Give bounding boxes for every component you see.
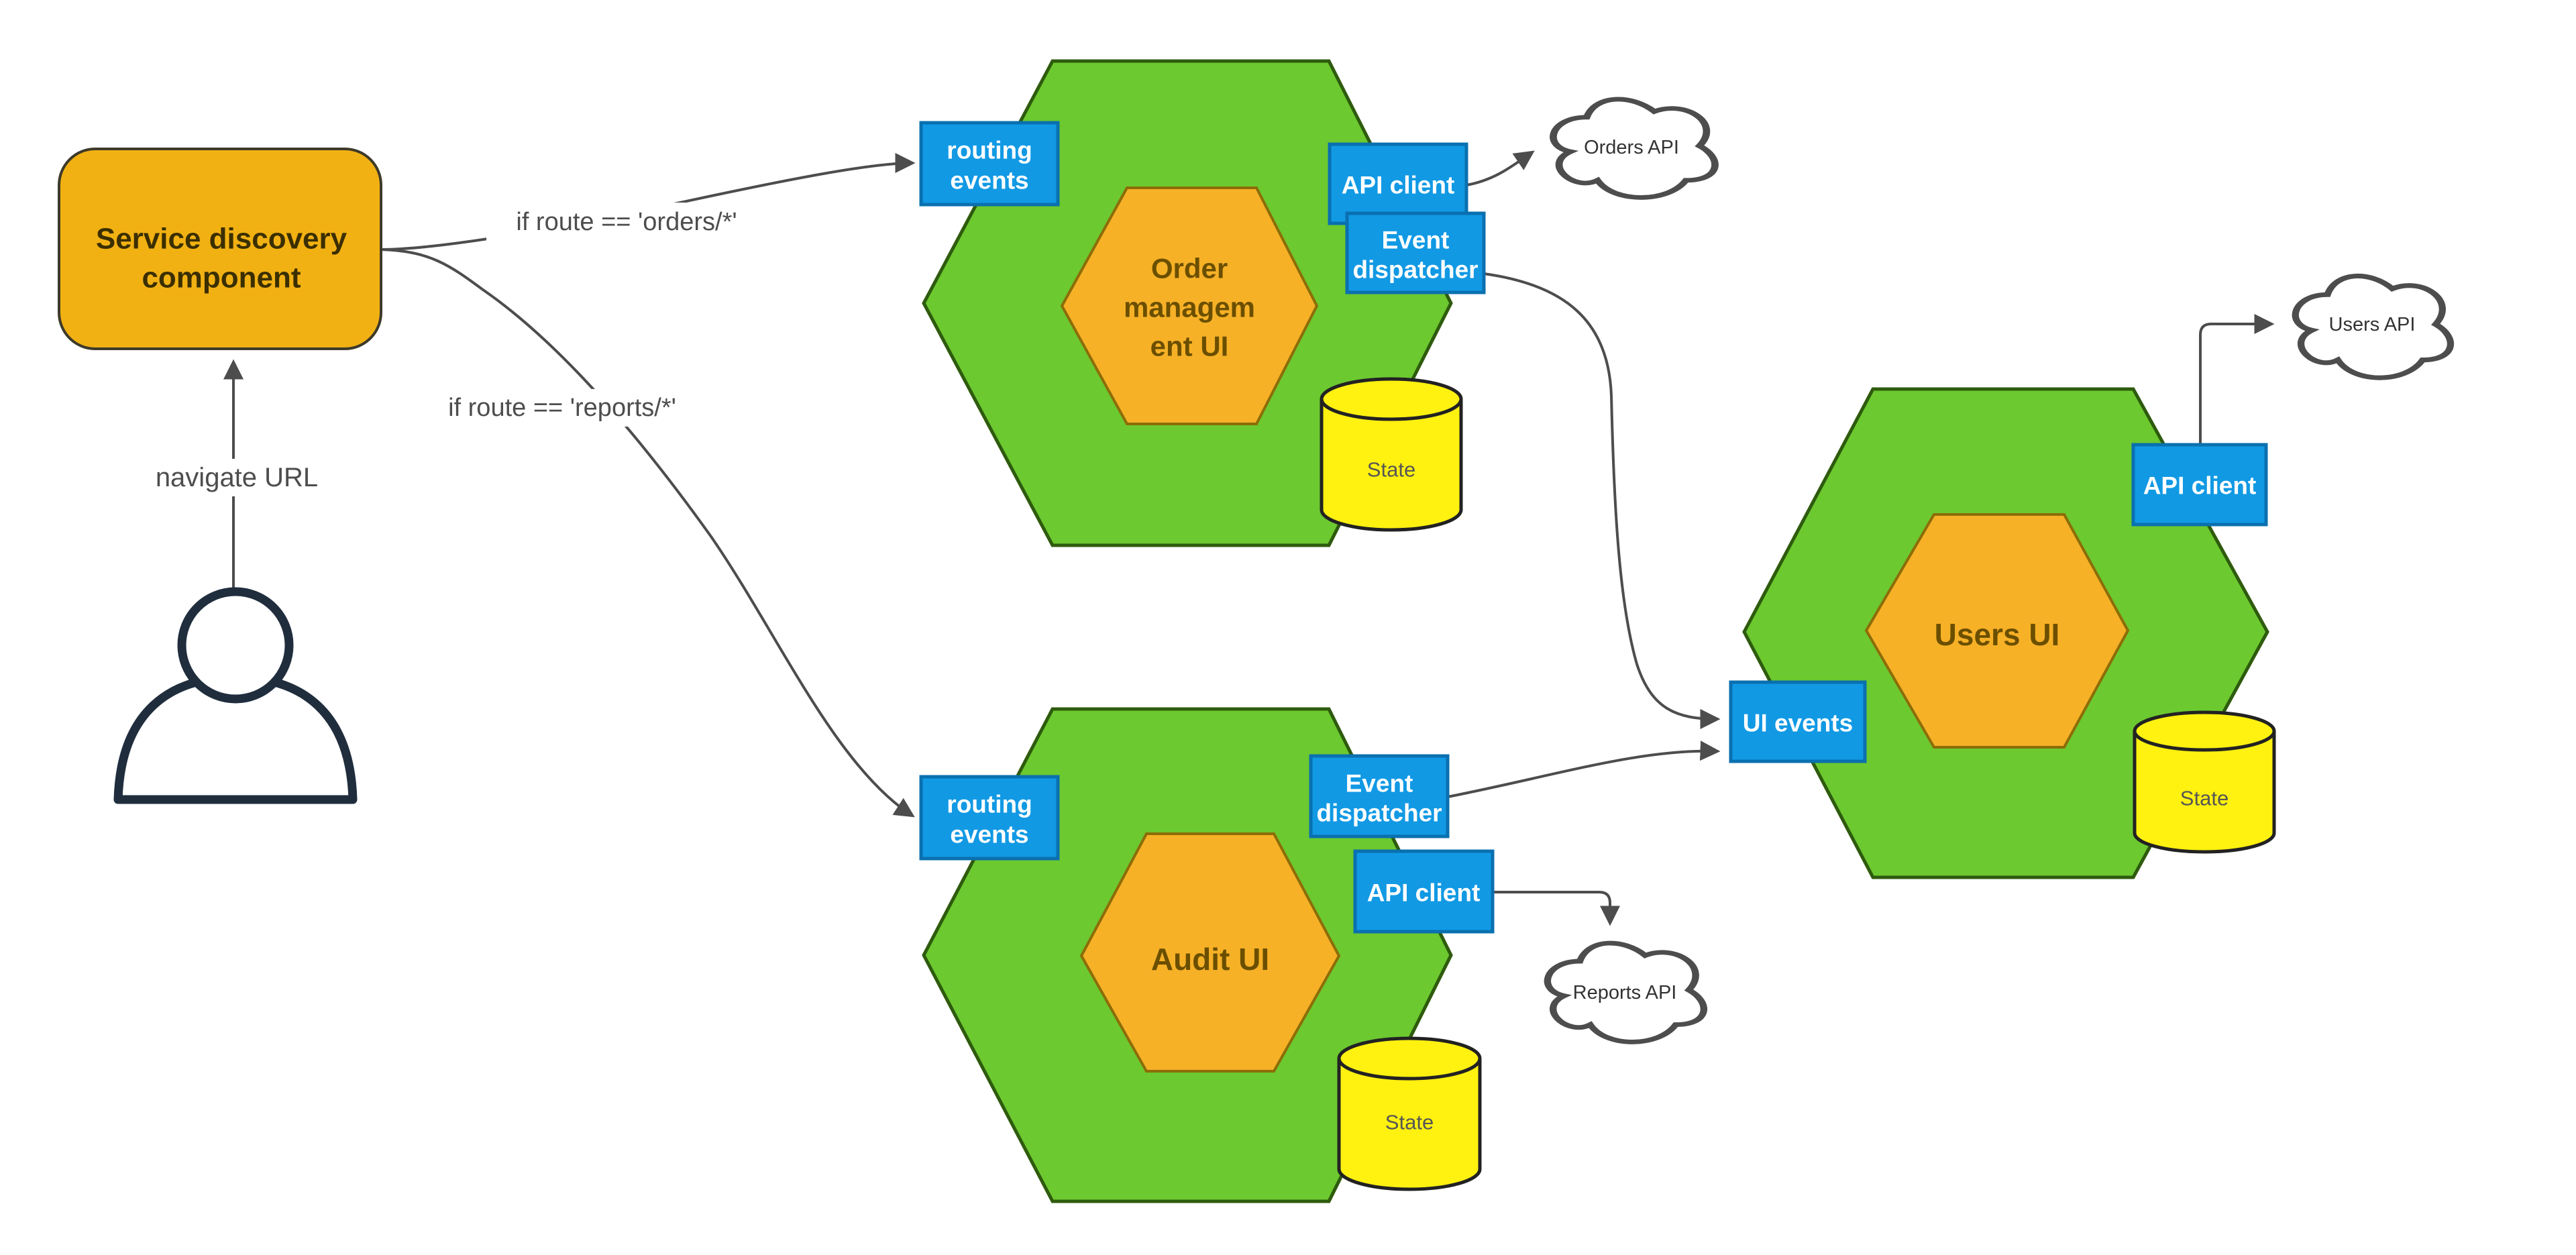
route-reports-label: if route == 'reports/*' [448, 394, 676, 422]
edge-audit-apiclient-to-cloud [1493, 891, 1620, 926]
order-ui-hexagon [1060, 186, 1319, 425]
edge-audit-dispatcher-to-uievents [1447, 741, 1721, 798]
users-ui-title: Users UI [1935, 617, 2060, 652]
users-api-client-label: API client [2143, 472, 2257, 500]
edge-order-dispatcher-to-uievents [1483, 272, 1721, 729]
edge-order-apiclient-to-cloud [1466, 150, 1535, 186]
reports-api-cloud: Reports API [1548, 943, 1704, 1042]
navigate-url-label-bg [149, 459, 325, 496]
audit-state-label: State [1385, 1111, 1434, 1134]
ui-events-label: UI events [1743, 710, 1854, 737]
audit-api-client-label: API client [1367, 879, 1481, 907]
users-api-cloud: Users API [2296, 276, 2451, 378]
audit-routing-events-label-line2: events [950, 821, 1028, 849]
edge-service-to-audit-routing [380, 248, 915, 818]
orders-api-cloud-label: Orders API [1584, 137, 1679, 158]
person-icon [113, 587, 358, 804]
service-discovery-label-line2: component [142, 262, 301, 294]
ui-events-box [1729, 680, 1867, 763]
audit-api-client-box [1353, 849, 1495, 934]
route-reports-label-bg [435, 389, 692, 427]
order-routing-events-label-line2: events [950, 167, 1028, 195]
order-routing-events-box [919, 121, 1060, 207]
orders-api-cloud: Orders API [1553, 99, 1715, 198]
audit-routing-events-box [919, 775, 1060, 861]
order-module: Order managem ent UI routing events API … [919, 99, 1715, 532]
order-api-client-label: API client [1342, 172, 1455, 199]
audit-event-dispatcher-label-line1: Event [1346, 770, 1413, 798]
audit-state-cylinder: State [1337, 1036, 1482, 1191]
users-module: Users UI UI events API client State User… [1729, 276, 2451, 854]
route-orders-label-bg [486, 203, 768, 241]
route-orders-label: if route == 'orders/*' [516, 208, 737, 236]
users-api-cloud-label: Users API [2329, 314, 2416, 335]
reports-api-cloud-label: Reports API [1573, 982, 1677, 1003]
order-ui-title-line2: managem [1124, 292, 1255, 323]
edge-users-apiclient-to-cloud [2199, 314, 2275, 443]
order-ui-title-line3: ent UI [1150, 331, 1229, 362]
audit-module: Audit UI routing events Event dispatcher… [919, 754, 1704, 1191]
users-state-label: State [2180, 787, 2229, 810]
order-state-cylinder: State [1320, 377, 1463, 532]
service-discovery-label-line1: Service discovery [96, 223, 347, 256]
service-discovery-box [58, 148, 382, 350]
order-ui-title-line1: Order [1151, 253, 1228, 284]
audit-event-dispatcher-label-line2: dispatcher [1316, 800, 1442, 827]
order-state-label: State [1367, 458, 1415, 482]
users-api-client-box [2131, 443, 2268, 527]
audit-event-dispatcher-box [1309, 754, 1450, 838]
audit-ui-hexagon [1079, 832, 1341, 1073]
audit-ui-title: Audit UI [1151, 942, 1269, 977]
order-event-dispatcher-label-line2: dispatcher [1352, 256, 1478, 284]
users-state-cylinder: State [2133, 710, 2276, 854]
users-ui-hexagon [1864, 513, 2130, 749]
navigate-url-label: navigate URL [156, 463, 318, 492]
order-event-dispatcher-label-line1: Event [1382, 227, 1450, 254]
order-routing-events-label-line1: routing [947, 137, 1032, 164]
order-event-dispatcher-box [1345, 211, 1486, 294]
audit-routing-events-label-line1: routing [947, 791, 1032, 818]
